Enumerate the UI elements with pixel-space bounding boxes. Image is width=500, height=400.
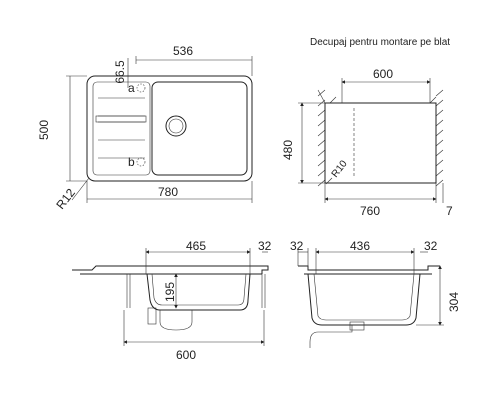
cutout-view: Decupaj pentru montare pe blat — [281, 37, 453, 218]
dim-r12: R12 — [53, 186, 78, 212]
dim-32-right-a: 32 — [290, 239, 304, 253]
label-a: a — [128, 81, 135, 95]
cutout-title: Decupaj pentru montare pe blat — [310, 37, 450, 48]
hatch-top — [329, 96, 437, 104]
dim-r10: R10 — [330, 158, 350, 180]
dim-304: 304 — [447, 292, 461, 312]
hatch-left — [317, 89, 326, 187]
drainboard — [92, 81, 151, 176]
bowl — [151, 81, 248, 176]
tap-hole-b-icon — [136, 157, 146, 167]
sink-outline — [86, 75, 253, 182]
dim-32-left: 32 — [258, 239, 272, 253]
dim-465: 465 — [186, 239, 206, 253]
dim-780: 780 — [158, 185, 178, 199]
dim-760: 760 — [360, 204, 380, 218]
drain-circle — [165, 115, 187, 137]
dim-195: 195 — [163, 282, 177, 302]
dim-500: 500 — [37, 120, 51, 140]
dim-600-bottom: 600 — [176, 348, 196, 362]
cutout-rect — [324, 102, 437, 184]
hatch-right — [435, 89, 444, 187]
side-view-left: 465 32 195 600 — [72, 239, 272, 362]
dim-600-top: 600 — [373, 67, 393, 81]
dim-536: 536 — [173, 44, 193, 58]
top-view: a b 536 66.5 500 780 R12 — [37, 44, 253, 212]
dim-436: 436 — [350, 239, 370, 253]
dim-66-5: 66.5 — [113, 60, 127, 84]
dim-480: 480 — [281, 140, 295, 160]
dim-32-right-b: 32 — [424, 239, 438, 253]
dim-7: 7 — [446, 204, 453, 218]
side-view-right: 32 436 32 304 — [290, 239, 461, 348]
label-b: b — [128, 155, 135, 169]
tap-hole-a-icon — [136, 83, 146, 93]
